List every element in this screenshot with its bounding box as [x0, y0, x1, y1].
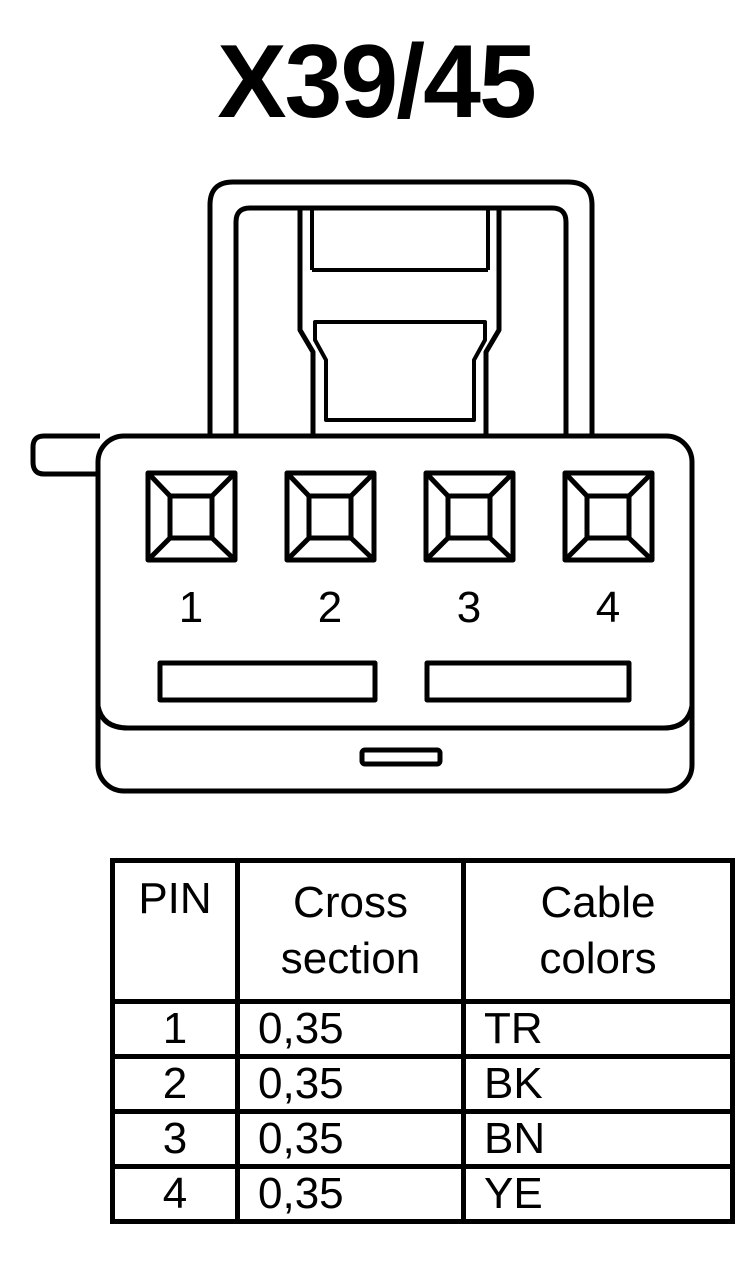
latch-tongue-inner [310, 208, 490, 422]
header-pin: PIN [110, 858, 240, 1004]
connector-title: X39/45 [217, 24, 537, 140]
pin-label-3: 3 [457, 583, 481, 632]
key-slot-right [424, 660, 632, 703]
latch-frame-inner [233, 205, 569, 440]
table-row: 3 0,35 BN [110, 1109, 735, 1169]
cell-cross-section: 0,35 [235, 1109, 466, 1169]
cell-cross-section: 0,35 [235, 999, 466, 1059]
side-tab [30, 433, 100, 477]
latch-tongue [297, 208, 502, 440]
cell-cross-section: 0,35 [235, 1054, 466, 1114]
pin-cavity-1 [145, 470, 238, 563]
cell-pin: 3 [110, 1109, 240, 1169]
pin-label-2: 2 [318, 583, 342, 632]
cell-color: BN [461, 1109, 735, 1169]
table-row: 4 0,35 YE [110, 1164, 735, 1224]
header-cable-colors: Cable colors [461, 858, 735, 1004]
pin-label-4: 4 [596, 583, 620, 632]
header-cross-section: Cross section [235, 858, 466, 1004]
pin-label-1: 1 [179, 583, 203, 632]
pin-cavity-3 [423, 470, 516, 563]
cell-color: TR [461, 999, 735, 1059]
key-slot-left [157, 660, 378, 703]
cell-pin: 4 [110, 1164, 240, 1224]
pin-cavity-4 [562, 470, 655, 563]
latch-frame-outer [207, 179, 595, 440]
cell-pin: 2 [110, 1054, 240, 1114]
body-divider [95, 705, 695, 731]
pin-assignment-table: PIN Cross section Cable colors 1 0,35 TR… [110, 858, 735, 1224]
bottom-slot [359, 747, 443, 767]
pin-cavity-2 [284, 470, 377, 563]
table-row: 2 0,35 BK [110, 1054, 735, 1114]
cell-cross-section: 0,35 [235, 1164, 466, 1224]
cell-color: YE [461, 1164, 735, 1224]
table-row: 1 0,35 TR [110, 999, 735, 1059]
cell-color: BK [461, 1054, 735, 1114]
connector-diagram: 1 2 3 4 [30, 179, 695, 794]
table-header-row: PIN Cross section Cable colors [110, 858, 735, 1004]
cell-pin: 1 [110, 999, 240, 1059]
